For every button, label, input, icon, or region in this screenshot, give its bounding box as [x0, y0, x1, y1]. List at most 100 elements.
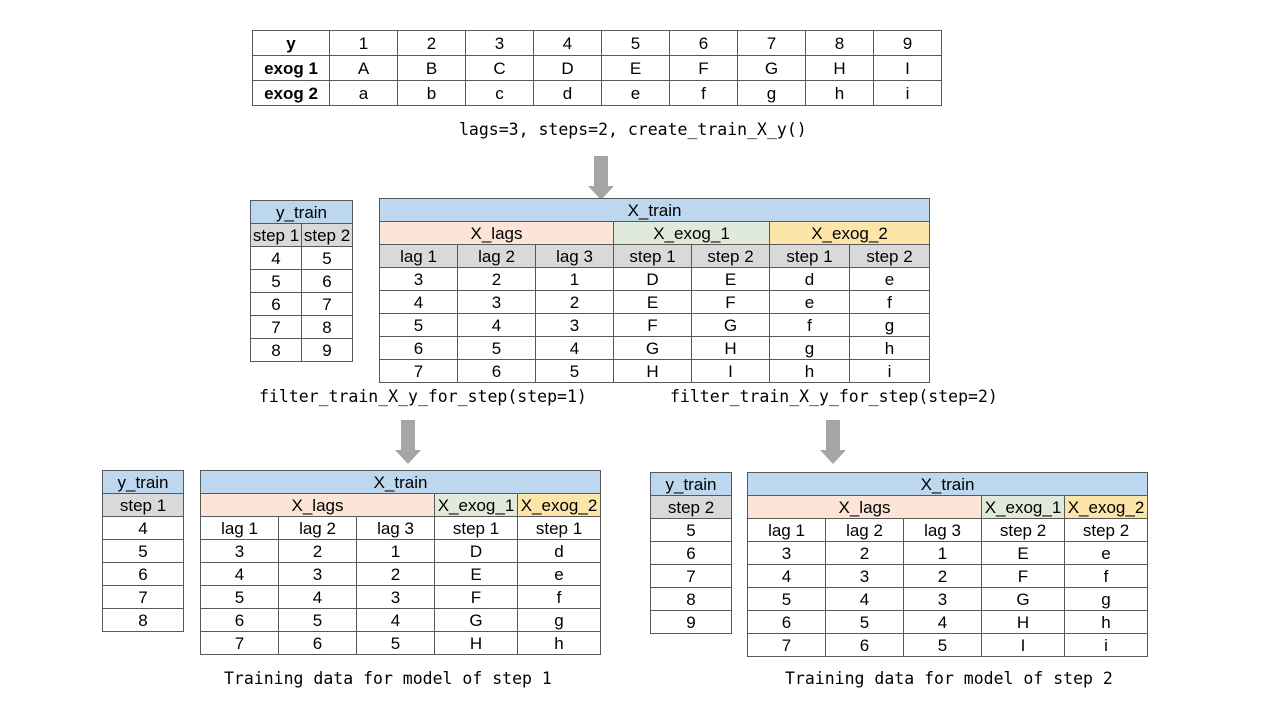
middle-y-train-cell: 4: [250, 246, 302, 270]
middle-x-train-cell: F: [691, 290, 770, 314]
series-cell: C: [465, 55, 534, 81]
series-cell: g: [737, 80, 806, 106]
bottom-left-x-train-cell: H: [434, 631, 518, 655]
bottom-right-x-train-group-header-x-exog-1: X_exog_1: [981, 495, 1065, 519]
bottom-left-y-train-header-row: step 1: [102, 493, 184, 517]
bottom-right-x-train-title-row: X_train: [747, 472, 1148, 496]
bottom-right-y-train-cell: 8: [650, 587, 732, 611]
caption-filter-step-1: filter_train_X_y_for_step(step=1): [259, 387, 587, 406]
series-cell: H: [805, 55, 874, 81]
series-row-label: y: [252, 30, 330, 56]
middle-x-train-cell: 3: [379, 267, 458, 291]
middle-x-train-column-header: lag 2: [457, 244, 536, 268]
middle-y-train-cell: 6: [301, 269, 353, 293]
middle-x-train-cell: H: [613, 359, 692, 383]
bottom-left-x-train-cell: 4: [200, 562, 279, 586]
bottom-left-x-train-cell: 3: [278, 562, 357, 586]
bottom-right-x-train-cell: 3: [747, 541, 826, 565]
middle-y-train-cell: 5: [250, 269, 302, 293]
bottom-right-y-train-cell: 6: [650, 541, 732, 565]
bottom-right-x-train-cell: f: [1064, 564, 1148, 588]
middle-x-train-cell: h: [769, 359, 850, 383]
middle-x-train-cell: 1: [535, 267, 614, 291]
series-cell: D: [533, 55, 602, 81]
bottom-left-y-train-title: y_train: [102, 470, 184, 494]
middle-x-train-cell: 5: [379, 313, 458, 337]
caption-training-data-step-1: Training data for model of step 1: [224, 669, 552, 688]
bottom-left-y-train-cell: 4: [102, 516, 184, 540]
series-cell: c: [465, 80, 534, 106]
arrow-shaft: [826, 420, 840, 450]
bottom-right-x-train-cell: e: [1064, 541, 1148, 565]
bottom-right-x-train-column-header: lag 1: [747, 518, 826, 542]
bottom-left-x-train-cell: 5: [356, 631, 435, 655]
bottom-left-x-train-cell: 5: [278, 608, 357, 632]
bottom-right-x-train-column-header: step 2: [1064, 518, 1148, 542]
bottom-right-y-train-title-row: y_train: [650, 472, 732, 496]
bottom-left-x-train-cell: 6: [200, 608, 279, 632]
middle-x-train-cell: g: [849, 313, 930, 337]
bottom-left-x-train-cell: 1: [356, 539, 435, 563]
middle-x-train-cell: 7: [379, 359, 458, 383]
bottom-right-x-train-cell: 5: [825, 610, 904, 634]
bottom-left-x-train-cell: 5: [200, 585, 279, 609]
middle-x-train-cell: F: [613, 313, 692, 337]
series-cell: 6: [669, 30, 738, 56]
middle-y-train-cell: 8: [301, 315, 353, 339]
bottom-left-y-train-column-header: step 1: [102, 493, 184, 517]
middle-x-train-cell: 3: [457, 290, 536, 314]
middle-x-train-group-header-x-exog-2: X_exog_2: [769, 221, 930, 245]
middle-x-train-cell: 5: [457, 336, 536, 360]
bottom-right-y-train-title: y_train: [650, 472, 732, 496]
arrow-down-main: [586, 156, 616, 200]
series-row-label: exog 1: [252, 55, 330, 81]
middle-y-train-title: y_train: [250, 200, 353, 224]
bottom-left-x-train-cell: f: [517, 585, 601, 609]
series-cell: G: [737, 55, 806, 81]
middle-x-train-column-header: step 2: [691, 244, 770, 268]
middle-y-train-column-header: step 2: [301, 223, 353, 247]
bottom-left-x-train-cell: 3: [356, 585, 435, 609]
bottom-right-x-train-cell: 2: [825, 541, 904, 565]
middle-x-train-cell: i: [849, 359, 930, 383]
middle-x-train-cell: g: [769, 336, 850, 360]
middle-x-train-cell: f: [769, 313, 850, 337]
bottom-right-x-train-cell: h: [1064, 610, 1148, 634]
series-cell: 3: [465, 30, 534, 56]
series-cell: A: [329, 55, 398, 81]
bottom-left-y-train-row: 8: [102, 608, 184, 632]
middle-x-train-cell: I: [691, 359, 770, 383]
bottom-left-y-train-row: 7: [102, 585, 184, 609]
bottom-left-x-train-cell: 4: [278, 585, 357, 609]
bottom-right-x-train-cell: g: [1064, 587, 1148, 611]
bottom-right-x-train-column-header: lag 3: [903, 518, 982, 542]
series-cell: f: [669, 80, 738, 106]
bottom-right-x-train-cell: i: [1064, 633, 1148, 657]
series-cell: E: [601, 55, 670, 81]
bottom-left-x-train-column-header: step 1: [517, 516, 601, 540]
series-cell: d: [533, 80, 602, 106]
middle-x-train-cell: 6: [457, 359, 536, 383]
bottom-left-x-train-column-header: step 1: [434, 516, 518, 540]
bottom-right-y-train-cell: 5: [650, 518, 732, 542]
middle-x-train-cell: G: [691, 313, 770, 337]
bottom-right-y-train-row: 8: [650, 587, 732, 611]
bottom-left-x-train-group-header-x-exog-2: X_exog_2: [517, 493, 601, 517]
